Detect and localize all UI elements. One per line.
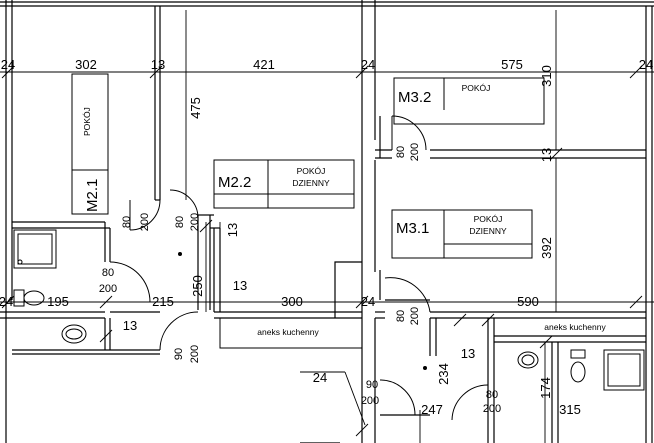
dim-top-24-mid: 24 — [361, 57, 375, 72]
point-mark-2 — [423, 366, 427, 370]
m31-name-1: POKÓJ — [474, 214, 503, 224]
sink-right — [517, 351, 539, 369]
dim-door-200-a: 200 — [139, 213, 151, 231]
door-arc-bath-left — [109, 261, 151, 303]
door-arc-entry-right — [379, 379, 416, 416]
dim-mid-195: 195 — [47, 294, 69, 309]
dim-door-200-m32: 200 — [409, 143, 421, 161]
toilet-right — [570, 361, 586, 383]
dim-low-13-left: 13 — [123, 318, 137, 333]
m32-tag: M3.2 — [398, 89, 431, 106]
m22-name-1: POKÓJ — [297, 166, 326, 176]
dim-v-13-mid: 13 — [225, 223, 240, 237]
dim-bot-315: 315 — [559, 402, 581, 417]
dim-low-24: 24 — [313, 370, 327, 385]
kitchen-counter-right — [493, 317, 647, 337]
kitchen-label-left: aneks kuchenny — [257, 327, 319, 337]
dim-top-421: 421 — [253, 57, 275, 72]
m21-name: POKÓJ — [82, 107, 92, 136]
dim-low-200: 200 — [189, 345, 201, 363]
door-arc-m32 — [391, 115, 427, 151]
m21-tag: M2.1 — [84, 179, 101, 212]
dim-v-250: 250 — [190, 275, 205, 297]
bed-m21 — [71, 73, 109, 215]
shower-tray-left — [13, 229, 57, 269]
dim-low-90b: 90 — [366, 379, 378, 391]
door-arc-m22 — [169, 189, 199, 219]
door-arc-m31 — [384, 277, 431, 313]
dim-top-302: 302 — [75, 57, 97, 72]
dim-v-234: 234 — [436, 363, 451, 385]
m31-name-2: DZIENNY — [469, 226, 507, 236]
dim-door-80-b: 80 — [174, 216, 186, 228]
kitchen-counter-left — [219, 317, 363, 349]
dim-low-80: 80 — [486, 389, 498, 401]
dim-v-310: 310 — [539, 65, 554, 87]
dim-low-13-right: 13 — [461, 346, 475, 361]
door-arc-m21 — [129, 199, 161, 231]
dim-mid-24-center: 24 — [361, 294, 375, 309]
dimension-texts: 24 302 13 421 24 575 24 310 475 392 13 2… — [0, 57, 653, 417]
dim-v-174: 174 — [538, 377, 553, 399]
sink-left — [61, 324, 87, 344]
m22-tag: M2.2 — [218, 174, 251, 191]
dim-bath-200: 200 — [99, 283, 117, 295]
dim-top-24-left: 24 — [1, 57, 15, 72]
shower-tray-left-inner — [17, 233, 53, 265]
dim-mid-215: 215 — [152, 294, 174, 309]
dim-low-200c: 200 — [483, 403, 501, 415]
dim-door-200-b: 200 — [189, 213, 201, 231]
bed-m32 — [393, 77, 545, 125]
dim-door-80-m32: 80 — [395, 146, 407, 158]
dim-door-80-a: 80 — [121, 216, 133, 228]
m32-name: POKÓJ — [462, 83, 491, 93]
room-label-m21: M2.1 POKÓJ — [82, 107, 101, 212]
dim-door-80-k: 80 — [395, 310, 407, 322]
fixtures — [13, 73, 647, 391]
dim-mid-300: 300 — [281, 294, 303, 309]
doors — [109, 115, 489, 421]
dim-top-24-right: 24 — [639, 57, 653, 72]
toilet-left — [23, 290, 45, 306]
door-arc-entry-left — [159, 311, 199, 351]
m22-name-2: DZIENNY — [292, 178, 330, 188]
dim-top-575: 575 — [501, 57, 523, 72]
dim-low-200b: 200 — [361, 395, 379, 407]
shower-tray-right — [603, 349, 645, 391]
dim-mid-590: 590 — [517, 294, 539, 309]
room-label-m22: M2.2 POKÓJ DZIENNY — [213, 159, 355, 209]
room-label-m31: M3.1 POKÓJ DZIENNY — [391, 209, 533, 259]
room-label-m32: M3.2 POKÓJ — [398, 83, 490, 106]
dim-mid-24-left: 24 — [0, 294, 13, 309]
dim-h-13-corr: 13 — [233, 278, 247, 293]
dim-v-392: 392 — [539, 237, 554, 259]
dim-low-90: 90 — [173, 348, 185, 360]
dim-top-13: 13 — [151, 57, 165, 72]
dimension-lines — [0, 10, 654, 443]
m31-tag: M3.1 — [396, 220, 429, 237]
dim-bath-80: 80 — [102, 267, 114, 279]
dim-v-13-right: 13 — [539, 148, 554, 162]
point-mark-1 — [178, 252, 182, 256]
dim-v-475: 475 — [188, 97, 203, 119]
door-arc-bath-right — [451, 384, 489, 421]
kitchen-label-right: aneks kuchenny — [544, 322, 606, 332]
dim-bot-247: 247 — [421, 402, 443, 417]
dim-door-200-k: 200 — [409, 307, 421, 325]
